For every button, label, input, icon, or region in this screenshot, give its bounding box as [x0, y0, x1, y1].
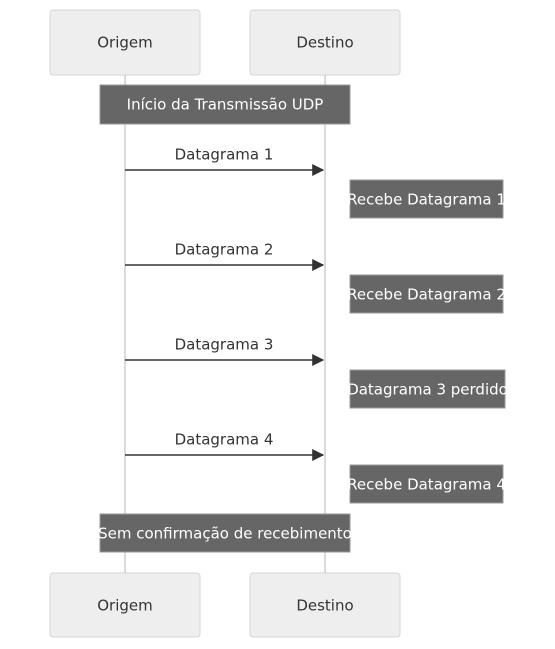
- message-4: Datagrama 4: [125, 431, 325, 461]
- message-1-label: Datagrama 1: [175, 146, 274, 164]
- note-start: Início da Transmissão UDP: [99, 84, 351, 125]
- note-receive-1-text: Recebe Datagrama 1: [347, 191, 506, 209]
- note-receive-2-text: Recebe Datagrama 2: [347, 286, 506, 304]
- message-2: Datagrama 2: [125, 241, 325, 271]
- note-lost-3: Datagrama 3 perdido: [347, 369, 508, 409]
- message-4-label: Datagrama 4: [175, 431, 274, 449]
- note-end-text: Sem confirmação de recebimento: [98, 525, 352, 543]
- note-receive-4-text: Recebe Datagrama 4: [347, 476, 506, 494]
- note-lost-3-text: Datagrama 3 perdido: [347, 381, 508, 399]
- message-3: Datagrama 3: [125, 336, 325, 366]
- note-end: Sem confirmação de recebimento: [98, 513, 352, 553]
- actor-destination-bottom-label: Destino: [296, 597, 353, 615]
- message-1: Datagrama 1: [125, 146, 325, 176]
- actor-origin-top: Origem: [49, 9, 201, 76]
- message-2-label: Datagrama 2: [175, 241, 274, 259]
- actor-destination-bottom: Destino: [249, 572, 401, 638]
- actor-destination-top: Destino: [249, 9, 401, 76]
- note-start-text: Início da Transmissão UDP: [127, 96, 324, 114]
- note-receive-2: Recebe Datagrama 2: [347, 274, 506, 314]
- note-receive-4: Recebe Datagrama 4: [347, 464, 506, 504]
- message-3-label: Datagrama 3: [175, 336, 274, 354]
- actor-origin-bottom-label: Origem: [97, 597, 153, 615]
- actor-destination-top-label: Destino: [296, 34, 353, 52]
- note-receive-1: Recebe Datagrama 1: [347, 179, 506, 219]
- actor-origin-top-label: Origem: [97, 34, 153, 52]
- actor-origin-bottom: Origem: [49, 572, 201, 638]
